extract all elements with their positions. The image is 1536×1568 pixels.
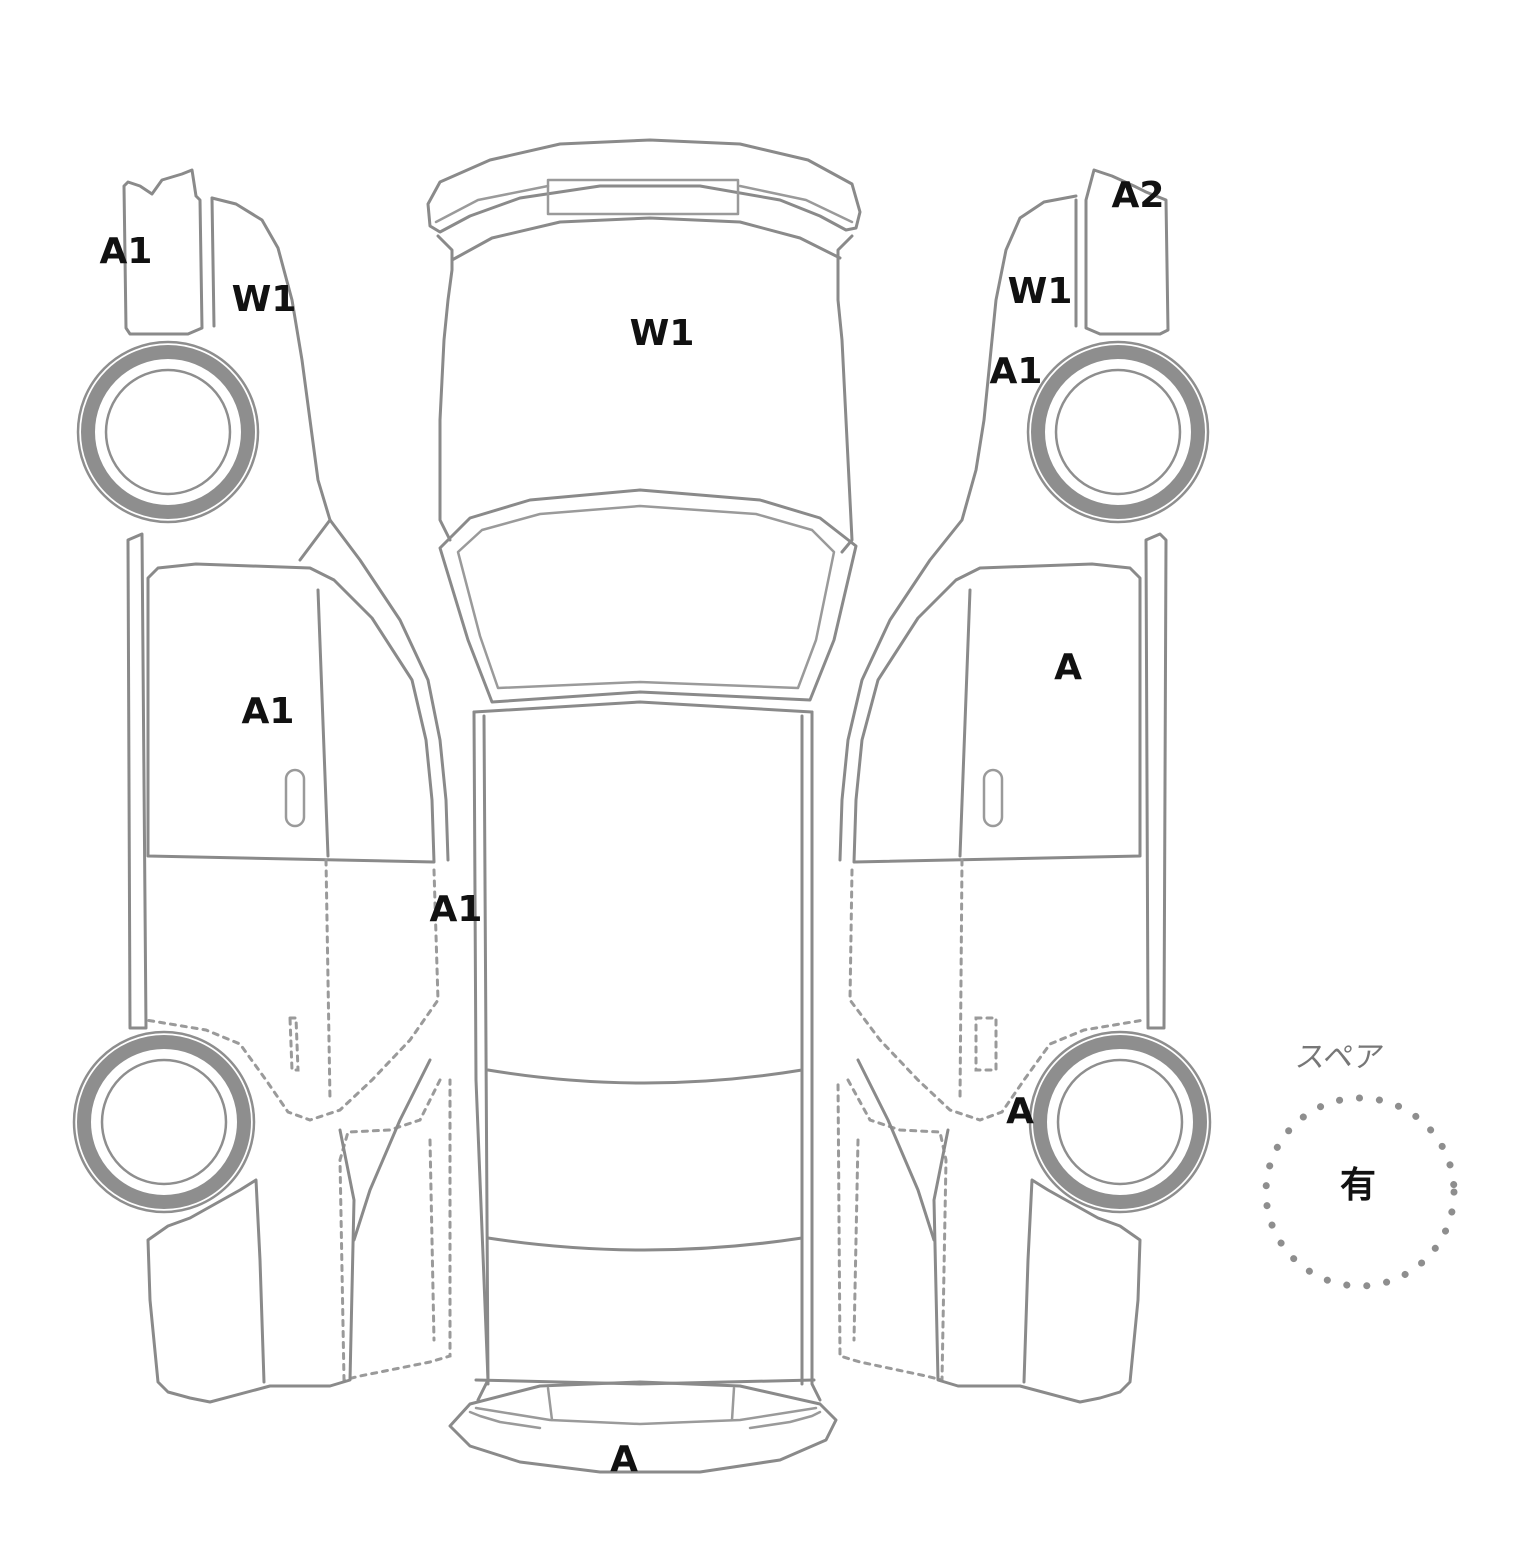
- left-side-view: [72, 168, 452, 1404]
- spare-value: 有: [1339, 1165, 1377, 1206]
- mark-right-front-bumper: A2: [1111, 175, 1165, 216]
- spare-label: スペア: [1293, 1040, 1386, 1075]
- mark-right-front-door: A: [1054, 647, 1082, 688]
- mark-left-front-bumper: A1: [99, 231, 153, 272]
- mark-left-front-fender: W1: [231, 279, 297, 320]
- mark-right-rear-wheelarch: A: [1006, 1091, 1034, 1132]
- mark-rear-bumper: A: [610, 1439, 638, 1480]
- mark-right-front-wheelarch: A1: [989, 351, 1043, 392]
- right-side-view: [836, 168, 1212, 1404]
- mark-hood: W1: [629, 313, 695, 354]
- mark-left-front-door: A1: [241, 691, 295, 732]
- top-view: [426, 138, 862, 1474]
- mark-right-front-fender: W1: [1007, 271, 1073, 312]
- spare-tire-icon: [1262, 1094, 1458, 1290]
- mark-left-rocker: A1: [429, 889, 483, 930]
